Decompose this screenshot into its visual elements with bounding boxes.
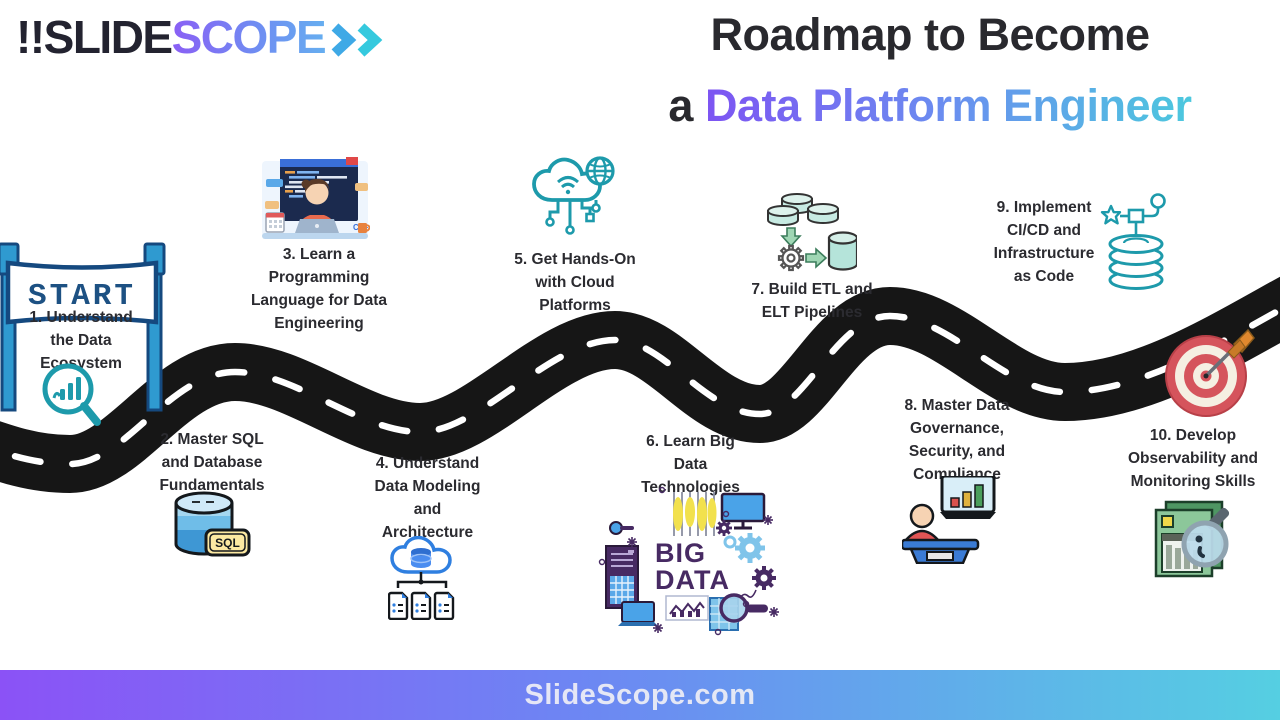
- step-9-label: 9. Implement CI/CD and Infrastructure as…: [993, 199, 1095, 285]
- gear-icon: [716, 520, 732, 536]
- step-2-label: 2. Master SQL and Database Fundamentals: [159, 431, 265, 494]
- logo-text-scope: SCOPE: [171, 11, 327, 63]
- road-dashes: [0, 306, 1280, 468]
- gear-icon: [735, 533, 765, 563]
- monitor-icon: [720, 492, 766, 530]
- step-3-label: 3. Learn a Programming Language for Data…: [250, 246, 388, 332]
- double-chevron-right-icon: [331, 23, 383, 57]
- presenter-podium-icon: [902, 476, 996, 564]
- step-5-label: 5. Get Hands-On with Cloud Platforms: [514, 251, 636, 314]
- source-databases: [767, 193, 839, 226]
- magnifier-bar-chart-icon: [42, 363, 101, 426]
- programmer-at-laptop-icon: C++: [262, 157, 370, 239]
- sql-badge-label: SQL: [215, 536, 240, 550]
- cloud-network-icon: [532, 156, 615, 235]
- chart-card-icon: [665, 595, 709, 621]
- chart-screen: [940, 476, 996, 519]
- gear-icon: [752, 566, 776, 590]
- arrow-right: [805, 247, 828, 269]
- start-sign: START: [0, 242, 166, 412]
- big-data-text-line1: BIG: [655, 538, 706, 568]
- coffee-mug-icon: [358, 223, 370, 233]
- start-sign-label: START: [28, 279, 136, 314]
- footer-bar: SlideScope.com: [0, 670, 1280, 720]
- server-icon: [605, 545, 639, 609]
- step-6-label: 6. Learn Big Data Technologies: [641, 433, 740, 496]
- magnifier-small-icon: [609, 521, 634, 535]
- document-icons: [388, 591, 455, 620]
- star-node: [1100, 204, 1122, 225]
- target-icon: [1165, 328, 1255, 417]
- title-line2-main: Data Platform Engineer: [704, 80, 1192, 131]
- title-line1: Roadmap to Become: [710, 9, 1150, 60]
- data-streams-icon: [673, 492, 717, 536]
- gear-icon: [777, 244, 805, 272]
- squiggle-line: [739, 589, 757, 599]
- footer-site-text: SlideScope.com: [524, 678, 756, 711]
- target-database: [827, 231, 857, 271]
- logo-text-slide: !!SLIDE: [16, 11, 173, 63]
- observability-magnifier-icon: [1154, 500, 1230, 578]
- cicd-database-stack-icon: [1100, 193, 1166, 290]
- step-4-label: 4. Understand Data Modeling and Architec…: [374, 455, 481, 541]
- sql-database-icon: SQL: [174, 491, 251, 557]
- magnifier-card-icon: [709, 593, 768, 631]
- laptop-icon: [618, 601, 658, 626]
- step-8-label: 8. Master Data Governance, Security, and…: [904, 397, 1010, 483]
- big-data-collage-icon: BIG DATA: [598, 486, 779, 636]
- etl-pipeline-icon: [767, 193, 857, 272]
- step-10-label: 10. Develop Observability and Monitoring…: [1127, 427, 1259, 490]
- step-7-label: 7. Build ETL and ELT Pipelines: [751, 281, 873, 321]
- cloud-database-documents-icon: [388, 536, 455, 620]
- sparkle-icons: [627, 515, 779, 633]
- big-data-text-line2: DATA: [655, 565, 730, 595]
- title-line2-prefix: a: [668, 80, 693, 131]
- arrow-down: [780, 227, 802, 248]
